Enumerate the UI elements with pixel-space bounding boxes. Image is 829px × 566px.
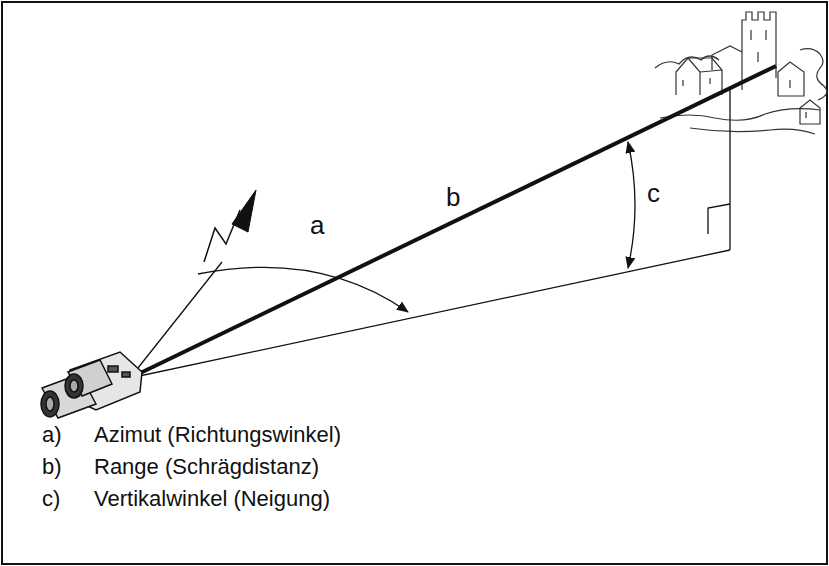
- town-on-hill: [655, 12, 827, 134]
- slope-distance-line: [130, 66, 776, 378]
- key-text: Azimut (Richtungswinkel): [94, 424, 341, 446]
- key-text: Vertikalwinkel (Neigung): [94, 488, 330, 510]
- key-letter: c): [42, 488, 60, 510]
- azimuth-arc: [198, 267, 408, 312]
- angle-letter: a: [308, 212, 326, 238]
- vertical-line: [729, 88, 730, 250]
- binoculars: [41, 352, 142, 418]
- key-letter: a): [42, 424, 62, 446]
- horizontal-line: [130, 250, 730, 378]
- north-line: [130, 262, 222, 378]
- vertical-angle-arc: [628, 142, 635, 268]
- north-arrowhead: [232, 190, 256, 232]
- distance-letter: b: [446, 184, 460, 210]
- right-angle-mark: [708, 204, 730, 234]
- key-text: Range (Schrägdistanz): [94, 456, 319, 478]
- angle-letter: c: [645, 180, 662, 206]
- north-symbol: [204, 210, 240, 262]
- key-letter: b): [42, 456, 62, 478]
